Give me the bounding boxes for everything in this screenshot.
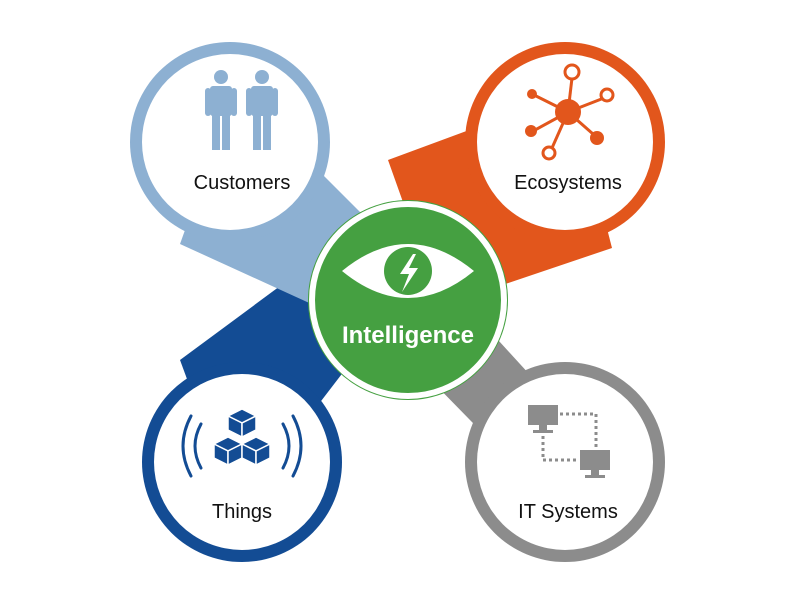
it-systems-node: IT Systems (465, 362, 665, 562)
ecosystems-node: Ecosystems (465, 42, 665, 242)
eye-lightning-icon (342, 244, 474, 298)
customers-label: Customers (194, 172, 291, 194)
customers-node: Customers (130, 42, 330, 242)
intelligence-node: Intelligence (308, 200, 508, 400)
it-systems-label: IT Systems (518, 501, 618, 523)
ecosystems-label: Ecosystems (514, 172, 622, 194)
people-icon (205, 70, 278, 150)
network-hub-icon (525, 63, 615, 161)
linked-monitors-icon (528, 405, 610, 478)
connected-cubes-icon (181, 408, 303, 478)
things-node: Things (142, 362, 342, 562)
intelligence-label: Intelligence (342, 322, 474, 349)
things-label: Things (212, 501, 272, 523)
